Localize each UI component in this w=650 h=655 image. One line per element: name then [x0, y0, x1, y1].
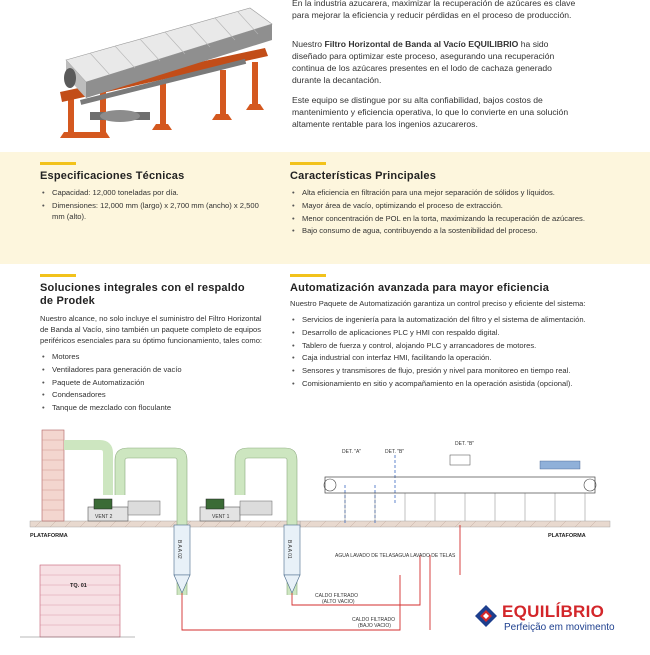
intro-p2-post: ha sido diseñado para optimizar este pro…	[292, 39, 555, 85]
brand-mark-icon	[475, 605, 497, 627]
automation-item: Caja industrial con interfaz HMI, facili…	[290, 353, 620, 364]
vacuum-pipes	[64, 440, 297, 595]
automation-item: Desarrollo de aplicaciones PLC y HMI con…	[290, 328, 620, 339]
solutions-block: Soluciones integrales con el respaldo de…	[40, 274, 270, 416]
caldo2-sub-label: (BAJO VACIO)	[358, 623, 391, 629]
specs-item: Dimensiones: 12,000 mm (largo) x 2,700 m…	[40, 201, 270, 223]
specs-item: Capacidad: 12,000 toneladas por día.	[40, 188, 270, 199]
features-item: Menor concentración de POL en la torta, …	[290, 214, 620, 225]
features-block: Características Principales Alta eficien…	[290, 162, 620, 239]
plataforma-right-label: PLATAFORMA	[548, 533, 586, 539]
solutions-accent-bar	[40, 274, 76, 277]
separator-baa01	[283, 524, 301, 594]
intro-paragraph-2: Nuestro Filtro Horizontal de Banda al Va…	[292, 38, 582, 86]
baa01-label: B A A 01	[286, 540, 292, 559]
solutions-item: Ventiladores para generación de vacío	[40, 365, 270, 376]
automation-block: Automatización avanzada para mayor efici…	[290, 274, 620, 392]
detB-label: DET. "B"	[385, 449, 404, 455]
features-item: Bajo consumo de agua, contribuyendo a la…	[290, 226, 620, 237]
solutions-item: Paquete de Automatización	[40, 378, 270, 389]
automation-item: Servicios de ingeniería para la automati…	[290, 315, 620, 326]
solutions-list: Motores Ventiladores para generación de …	[40, 352, 270, 414]
filtrate-lines	[181, 525, 461, 631]
agua1-label: AGUA LAVADO DE TELAS	[335, 553, 396, 559]
baa02-label: B A A 02	[176, 540, 182, 559]
automation-title: Automatización avanzada para mayor efici…	[290, 282, 550, 294]
automation-accent-bar	[290, 274, 326, 277]
brand-name: EQUILÍBRIO	[502, 602, 605, 621]
intro-paragraph-3: Este equipo se distingue por su alta con…	[292, 95, 569, 129]
features-title: Características Principales	[290, 170, 437, 182]
tank-tq01	[20, 564, 135, 638]
solutions-item: Tanque de mezclado con floculante	[40, 403, 270, 414]
automation-intro: Nuestro Paquete de Automatización garant…	[290, 299, 586, 308]
specs-title: Especificaciones Técnicas	[40, 170, 185, 182]
vent2-label: VENT 2	[95, 514, 113, 520]
agua2-label: AGUA LAVADO DE TELAS	[395, 553, 456, 559]
platform-upper	[299, 520, 611, 528]
platform-lower	[29, 520, 301, 528]
caldo2-label: CALDO FILTRADO	[352, 617, 395, 623]
caldo1-sub-label: (ALTO VACIO)	[322, 599, 355, 605]
water-lines	[344, 455, 396, 525]
features-item: Alta eficiencia en filtración para una m…	[290, 188, 620, 199]
specs-accent-bar	[40, 162, 76, 165]
specs-list: Capacidad: 12,000 toneladas por día. Dim…	[40, 188, 270, 222]
automation-item: Comisionamiento en sitio y acompañamient…	[290, 379, 620, 390]
features-accent-bar	[290, 162, 326, 165]
intro-p2-pre: Nuestro	[292, 39, 325, 49]
vent-1	[199, 498, 273, 522]
detB2-label: DET. "B"	[455, 441, 474, 447]
intro-p2-bold: Filtro Horizontal de Banda al Vacío EQUI…	[324, 39, 519, 49]
solutions-title: Soluciones integrales con el respaldo de…	[40, 282, 245, 307]
filter-schematic	[323, 454, 597, 521]
features-list: Alta eficiencia en filtración para una m…	[290, 188, 620, 237]
filter-machine-image	[40, 0, 280, 145]
features-item: Mayor área de vacío, optimizando el proc…	[290, 201, 620, 212]
tank-label: TQ. 01	[70, 583, 87, 589]
process-diagram: PLATAFORMA PLATAFORMA	[0, 425, 650, 650]
vent1-label: VENT 1	[212, 514, 230, 520]
plataforma-left-label: PLATAFORMA	[30, 533, 68, 539]
automation-item: Tablero de fuerza y control, alojando PL…	[290, 341, 620, 352]
intro-paragraph-1: En la industria azucarera, maximizar la …	[292, 0, 576, 20]
automation-item: Sensores y transmisores de flujo, presió…	[290, 366, 620, 377]
automation-list: Servicios de ingeniería para la automati…	[290, 315, 620, 390]
brand-tagline: Perfeição em movimento	[504, 622, 615, 633]
detA-label: DET. "A"	[342, 449, 361, 455]
vent-2	[87, 498, 161, 522]
separator-baa02	[173, 524, 191, 594]
specs-block: Especificaciones Técnicas Capacidad: 12,…	[40, 162, 270, 224]
brand-logo: EQUILÍBRIO Perfeição em movimento	[474, 600, 624, 642]
hatched-column	[41, 429, 65, 522]
solutions-intro: Nuestro alcance, no solo incluye el sumi…	[40, 314, 263, 345]
solutions-item: Motores	[40, 352, 270, 363]
solutions-item: Condensadores	[40, 390, 270, 401]
caldo1-label: CALDO FILTRADO	[315, 593, 358, 599]
